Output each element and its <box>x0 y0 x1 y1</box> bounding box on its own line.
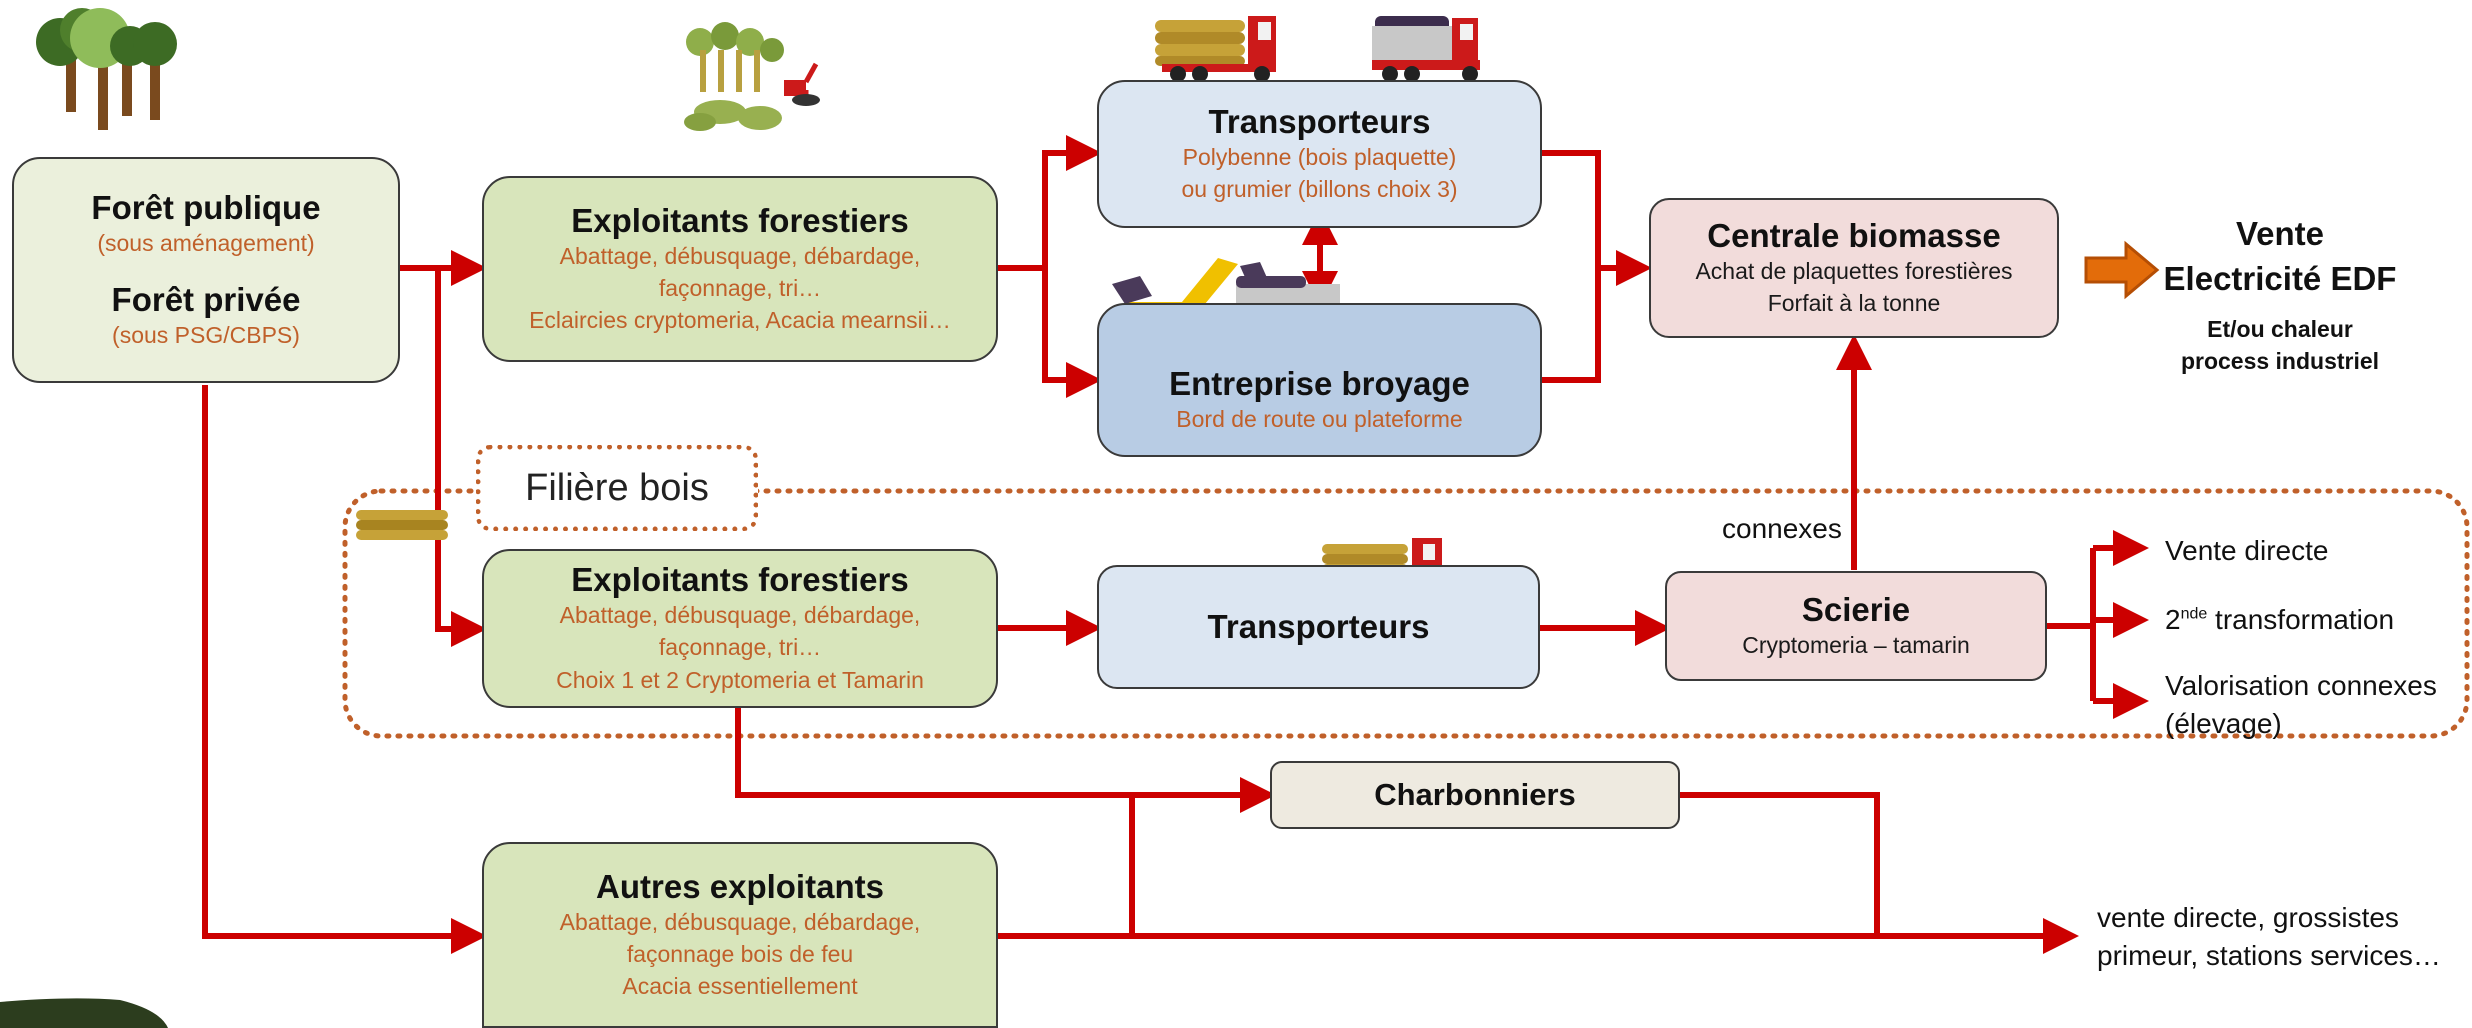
exploitants-top-title: Exploitants forestiers <box>571 201 909 239</box>
filiere-bois-label: Filière bois <box>476 445 758 531</box>
charbonniers-title: Charbonniers <box>1374 777 1576 813</box>
foret-box: Forêt publique (sous aménagement) Forêt … <box>12 157 400 383</box>
scierie-box: Scierie Cryptomeria – tamarin <box>1665 571 2047 681</box>
trees-icon <box>36 8 177 130</box>
valorisation-line1: Valorisation connexes <box>2165 670 2437 701</box>
final-output: vente directe, grossistes primeur, stati… <box>2097 899 2441 975</box>
scierie-title: Scierie <box>1801 590 1911 628</box>
autres-box: Autres exploitants Abattage, débusquage,… <box>482 842 998 1028</box>
output-transformation: 2nde transformation <box>2165 601 2394 639</box>
big-arrow-icon <box>2084 240 2160 300</box>
vente-edf-line4: process industriel <box>2180 348 2380 375</box>
centrale-box: Centrale biomasse Achat de plaquettes fo… <box>1649 198 2059 338</box>
final-output-line1: vente directe, grossistes <box>2097 902 2399 933</box>
exploitants-mid-line1: Abattage, débusquage, débardage, <box>559 602 921 629</box>
broyage-title: Entreprise broyage <box>1169 364 1470 402</box>
transporteurs-top-line2: ou grumier (billons choix 3) <box>1181 175 1458 202</box>
foret-privee-sub: (sous PSG/CBPS) <box>112 321 300 348</box>
arrow-to-broyage <box>1042 268 1102 398</box>
exploitants-mid-line2: façonnage, tri… <box>658 634 822 661</box>
autres-line2: façonnage bois de feu <box>626 940 854 967</box>
log-truck-icon <box>1155 16 1276 82</box>
foret-publique-sub: (sous aménagement) <box>97 229 315 256</box>
transporteurs-top-box: Transporteurs Polybenne (bois plaquette)… <box>1097 80 1542 228</box>
exploitants-mid-box: Exploitants forestiers Abattage, débusqu… <box>482 549 998 708</box>
connexes-label: connexes <box>1722 513 1842 544</box>
scierie-line1: Cryptomeria – tamarin <box>1742 631 1970 658</box>
transformation-text: transformation <box>2207 604 2395 635</box>
filiere-bois-text: Filière bois <box>525 466 709 509</box>
broyage-line1: Bord de route ou plateforme <box>1176 405 1463 432</box>
broyage-box: Entreprise broyage Bord de route ou plat… <box>1097 303 1542 457</box>
log-pile-icon <box>356 510 448 540</box>
output-vente-directe: Vente directe <box>2165 535 2329 566</box>
arrow-to-transporteurs-top <box>1042 135 1102 268</box>
transformation-sup: nde <box>2180 605 2208 623</box>
centrale-line1: Achat de plaquettes forestières <box>1695 257 2013 284</box>
centrale-title: Centrale biomasse <box>1707 216 2001 254</box>
charbonniers-box: Charbonniers <box>1270 761 1680 829</box>
vente-edf-line3: Et/ou chaleur <box>2207 316 2353 343</box>
final-output-line2: primeur, stations services… <box>2097 939 2441 971</box>
exploitants-top-line2: façonnage, tri… <box>658 274 822 301</box>
autres-line3: Acacia essentiellement <box>622 973 858 1000</box>
exploitants-mid-title: Exploitants forestiers <box>571 561 909 599</box>
valorisation-line2: (élevage) <box>2165 707 2282 739</box>
transporteurs-top-line1: Polybenne (bois plaquette) <box>1182 143 1457 170</box>
chip-truck-icon <box>1372 16 1480 82</box>
autres-title: Autres exploitants <box>596 867 884 905</box>
filiere-bois-region <box>342 488 2470 739</box>
photo-thumbnail <box>0 998 168 1028</box>
exploitants-top-box: Exploitants forestiers Abattage, débusqu… <box>482 176 998 362</box>
transformation-num: 2 <box>2165 604 2181 635</box>
vente-edf-block: Vente Electricité EDF Et/ou chaleur proc… <box>2140 212 2420 377</box>
transporteurs-mid-box: Transporteurs <box>1097 565 1540 689</box>
centrale-line2: Forfait à la tonne <box>1767 289 1941 316</box>
autres-line1: Abattage, débusquage, débardage, <box>559 908 921 935</box>
transporteurs-mid-title: Transporteurs <box>1207 608 1430 646</box>
output-valorisation: Valorisation connexes (élevage) <box>2165 667 2437 743</box>
vente-edf-line1: Vente <box>2235 215 2325 252</box>
foret-privee-title: Forêt privée <box>111 281 301 318</box>
transporteurs-top-title: Transporteurs <box>1208 102 1431 140</box>
forest-harvester-icon <box>684 22 820 131</box>
vente-edf-line2: Electricité EDF <box>2163 259 2397 297</box>
exploitants-top-line1: Abattage, débusquage, débardage, <box>559 242 921 269</box>
arrow-forest-to-exploitants-mid <box>435 268 487 647</box>
arrow-forest-to-autres <box>202 385 487 954</box>
foret-publique-title: Forêt publique <box>91 188 321 226</box>
exploitants-top-line3: Eclaircies cryptomeria, Acacia mearnsii… <box>529 307 951 334</box>
exploitants-mid-line3: Choix 1 et 2 Cryptomeria et Tamarin <box>556 666 924 693</box>
